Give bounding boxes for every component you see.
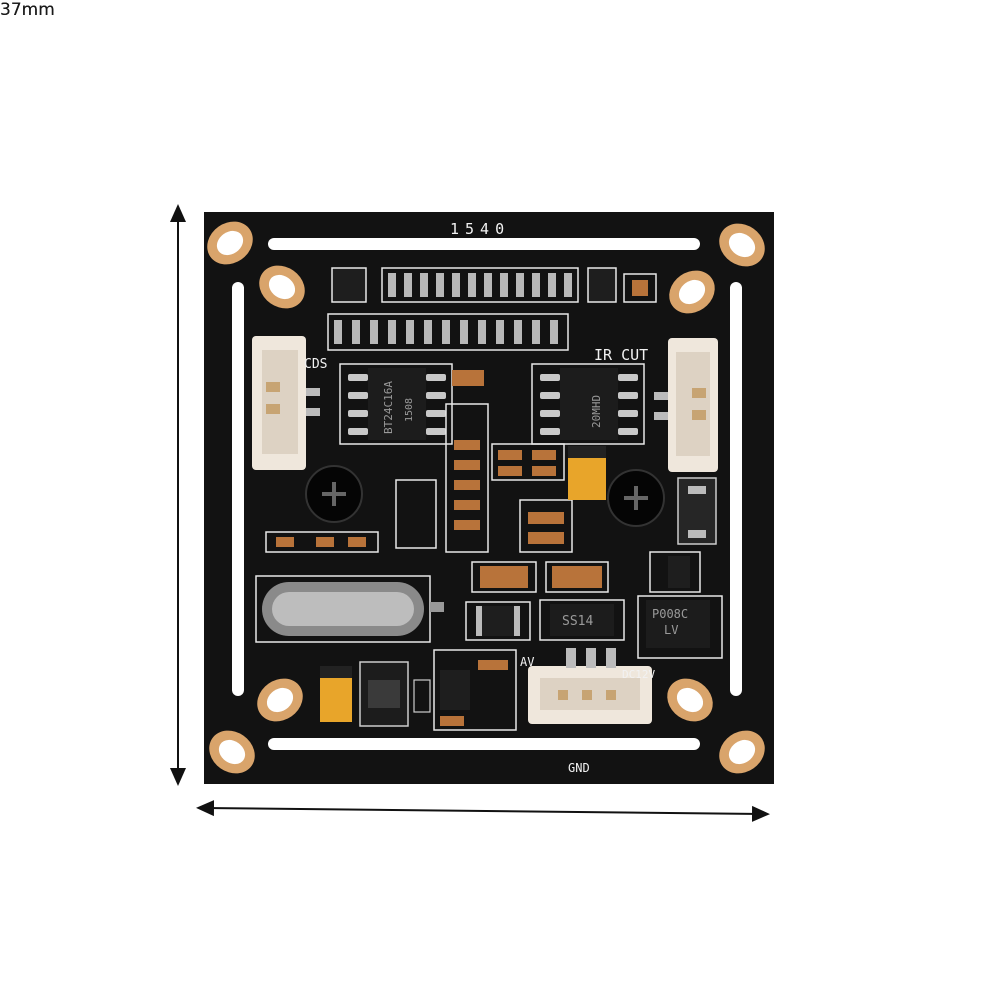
voltage-regulator: P008C LV	[637, 551, 723, 659]
top-component-array	[327, 267, 657, 351]
left-potentiometer	[305, 465, 363, 523]
eeprom-marking: BT24C16A	[382, 381, 395, 434]
height-dimension-label: 37mm	[0, 0, 55, 20]
gnd-label: GND	[568, 761, 590, 775]
mounting-holes	[207, 221, 765, 774]
board-top-marking: 1540	[450, 220, 510, 238]
power-connector	[528, 648, 652, 724]
driver-marking: 20MHD	[590, 395, 603, 428]
bottom-left-components	[320, 649, 517, 731]
left-small-components	[265, 479, 437, 553]
regulator-marking: P008C	[652, 607, 688, 621]
crystal-oscillator	[255, 575, 444, 643]
width-dimension-line	[196, 800, 770, 822]
cds-connector	[252, 336, 320, 470]
ir-cut-connector	[654, 338, 718, 472]
ss14-marking: SS14	[562, 614, 593, 629]
resistor-column	[445, 370, 573, 553]
cds-label: CDS	[304, 357, 327, 372]
transistor	[677, 477, 717, 545]
capacitor-row	[471, 561, 609, 593]
av-label: AV	[520, 655, 534, 669]
driver-chip: 20MHD	[531, 363, 645, 445]
board-slots	[232, 238, 742, 750]
diode-left	[465, 601, 531, 641]
regulator-sub: LV	[664, 623, 678, 637]
ir-cut-label: IR CUT	[594, 346, 648, 364]
dc12v-label: DC12V	[622, 668, 655, 681]
eeprom-date: 1508	[404, 398, 415, 422]
width-dimension-label: 37mm	[0, 0, 55, 20]
tantalum-capacitor	[568, 446, 606, 500]
eeprom-chip: BT24C16A 1508	[339, 363, 453, 445]
right-potentiometer	[607, 469, 665, 527]
ss14-diode: SS14	[539, 599, 625, 641]
